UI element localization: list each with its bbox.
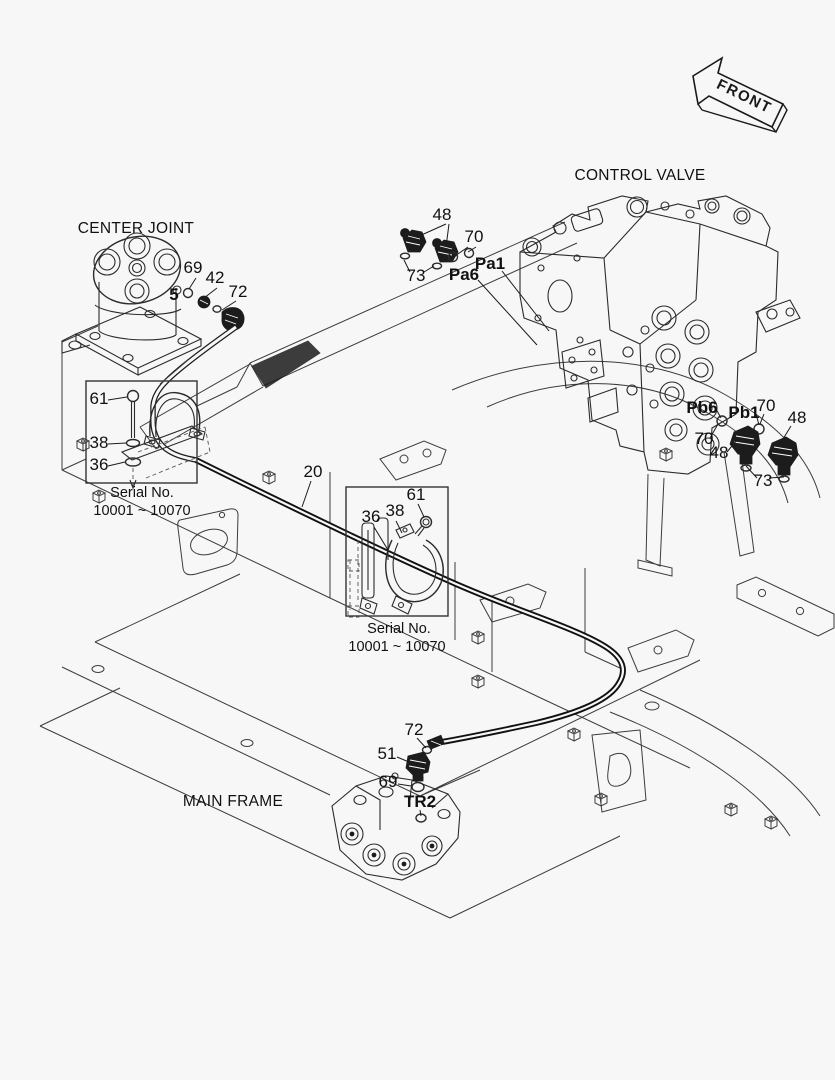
- o-ring-70-a: [447, 251, 459, 263]
- serial-note-2-line2: 10001 ~ 10070: [348, 639, 445, 655]
- control-valve-title: CONTROL VALVE: [574, 167, 705, 184]
- callout-48-top: 48: [433, 205, 452, 224]
- callout-73-right: 73: [754, 471, 773, 490]
- callout-72-cj: 72: [229, 282, 248, 301]
- washer-36-box1: [124, 457, 142, 467]
- callout-48-right: 48: [788, 408, 807, 427]
- elbow-fitting-cj: [221, 307, 245, 332]
- callout-5-cj: 5: [169, 285, 178, 304]
- pilot-hose-20: [150, 324, 626, 745]
- callout-61-box2: 61: [407, 485, 426, 504]
- o-ring-70-b: [463, 247, 475, 259]
- leader-lines: [107, 223, 792, 817]
- callout-pb6: Pb6: [686, 398, 717, 417]
- callout-20-hose: 20: [304, 462, 323, 481]
- callout-42-cj: 42: [206, 268, 225, 287]
- callout-36-box1: 36: [90, 455, 109, 474]
- ring-73-pb6: [740, 464, 752, 472]
- callout-70-right-top: 70: [757, 396, 776, 415]
- callout-70-top: 70: [465, 227, 484, 246]
- callout-pb1: Pb1: [728, 403, 759, 422]
- washer-38-box1: [125, 438, 141, 448]
- center-joint-title: CENTER JOINT: [78, 220, 195, 237]
- o-ring-69-cj: [182, 287, 194, 299]
- sleeve-72-cj: [212, 305, 222, 313]
- main-frame-linework: [39, 221, 835, 919]
- callout-pa6: Pa6: [449, 265, 479, 284]
- elbow-fitting-48-pb1: [767, 436, 799, 468]
- detail-box-2: [345, 486, 449, 618]
- callout-69-cj: 69: [184, 258, 203, 277]
- sleeve-72-tr2: [421, 745, 433, 755]
- ring-73-a: [399, 252, 411, 260]
- valve-port-circles: [622, 305, 720, 456]
- control-valve-assembly: [519, 195, 801, 577]
- bolt-61-box1: [126, 389, 140, 403]
- ring-73-b: [431, 262, 443, 270]
- callout-69-bottom: 69: [379, 772, 398, 791]
- callout-tr2: TR2: [404, 792, 436, 811]
- callout-36-box2: 36: [362, 507, 381, 526]
- callout-72-bottom: 72: [405, 720, 424, 739]
- labels: CONTROL VALVE CENTER JOINT MAIN FRAME Se…: [78, 167, 807, 811]
- main-frame-title: MAIN FRAME: [183, 793, 283, 810]
- hose-end-sleeve: [426, 734, 445, 750]
- fitting-cluster-pa: [399, 228, 475, 270]
- o-ring-70-pb6: [716, 415, 728, 427]
- callout-51-bottom: 51: [378, 744, 397, 763]
- bolt-61-box2: [419, 515, 433, 529]
- elbow-fitting-51: [405, 751, 431, 777]
- fitting-cluster-tr2: [405, 734, 445, 793]
- elbow-fitting-48-pb6: [729, 425, 761, 457]
- callout-48-right-left: 48: [710, 443, 729, 462]
- serial-note-1-line1: Serial No.: [110, 485, 174, 501]
- serial-note-2-line1: Serial No.: [367, 621, 431, 637]
- serial-note-1-line2: 10001 ~ 10070: [93, 503, 190, 519]
- elbow-fitting-48-b: [434, 239, 459, 263]
- detail-box-1: [85, 359, 211, 490]
- callout-61-box1: 61: [90, 389, 109, 408]
- fitting-cluster-pb: [716, 415, 799, 483]
- callout-73-top: 73: [407, 266, 426, 285]
- ring-73-pb1: [778, 475, 790, 483]
- callout-38-box2: 38: [386, 501, 405, 520]
- callout-pa1: Pa1: [475, 254, 505, 273]
- callout-38-box1: 38: [90, 433, 109, 452]
- o-ring-69-tr2: [411, 781, 425, 793]
- callout-70-right-left: 70: [695, 429, 714, 448]
- center-joint-assembly: [61, 232, 245, 376]
